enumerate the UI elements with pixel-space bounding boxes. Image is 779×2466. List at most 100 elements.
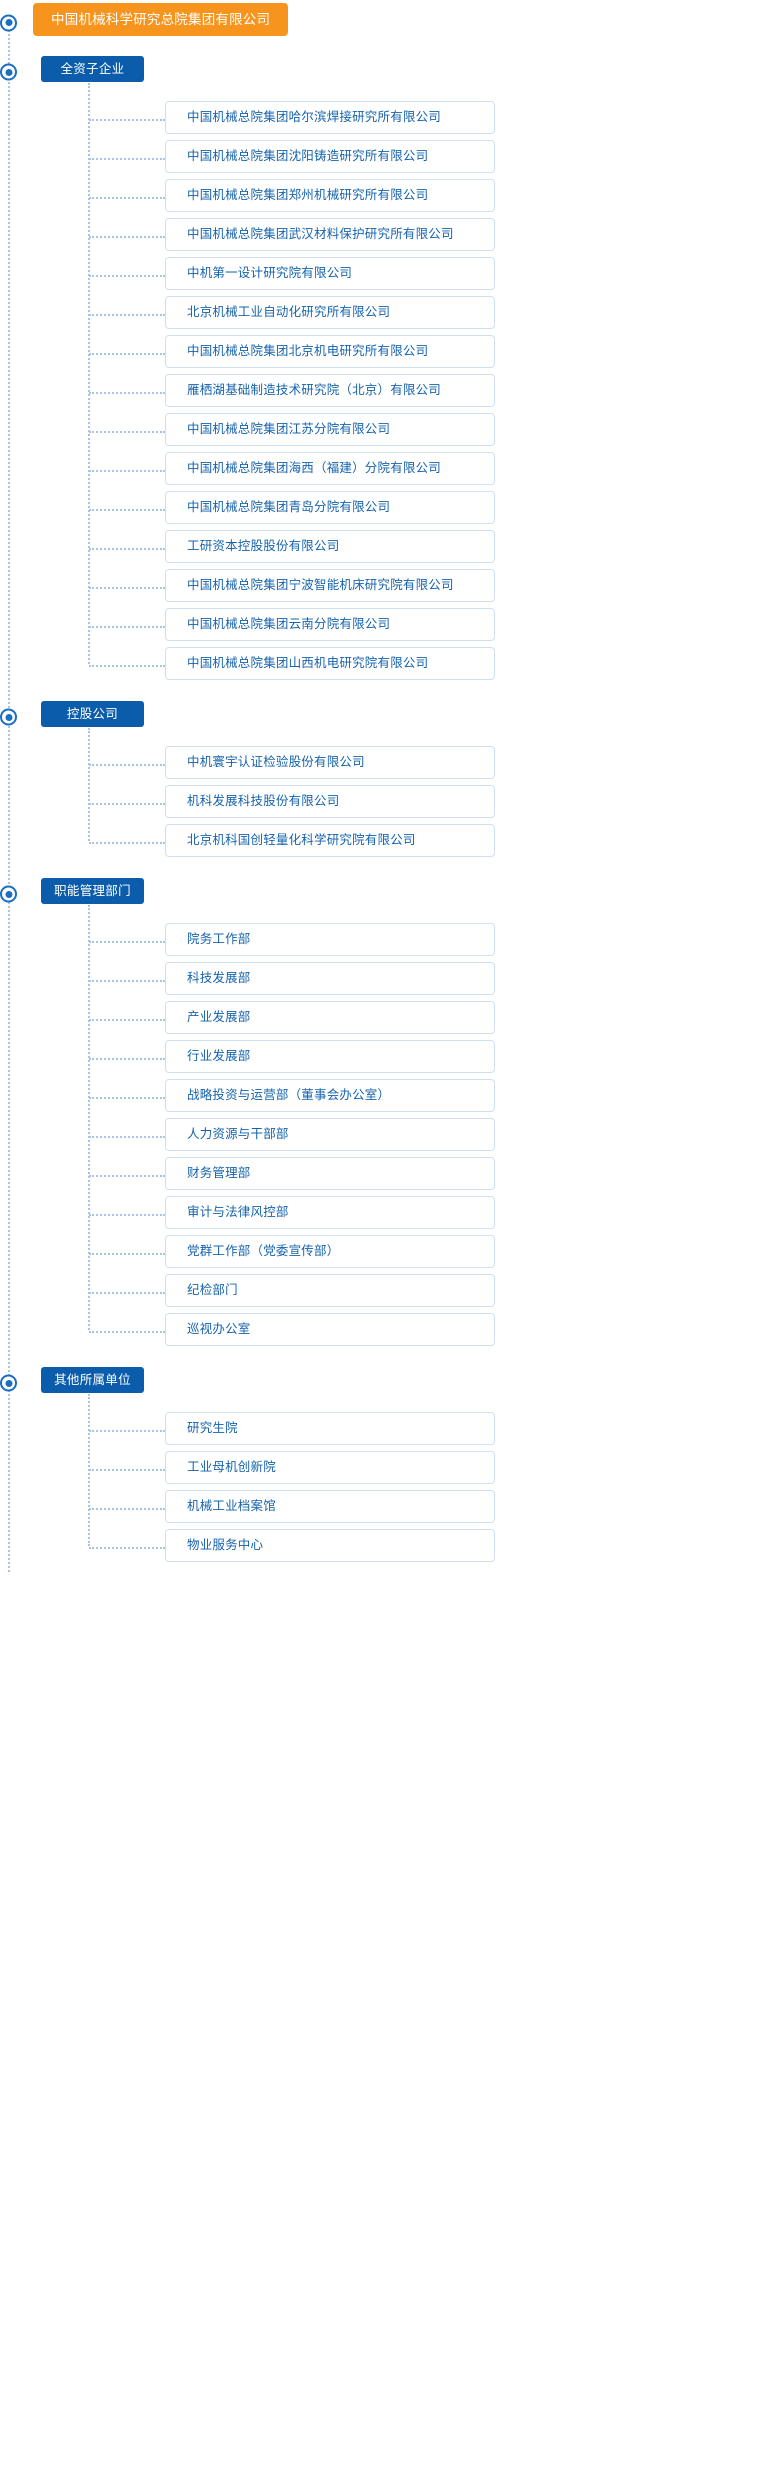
org-unit-item[interactable]: 研究生院 [165, 1412, 495, 1445]
list-item: 院务工作部 [0, 921, 779, 960]
org-unit-item[interactable]: 中国机械总院集团江苏分院有限公司 [165, 413, 495, 446]
connector-dotted-line [89, 1096, 165, 1099]
list-item: 巡视办公室 [0, 1311, 779, 1350]
section-head: 全资子企业 [0, 45, 779, 99]
connector-dotted-line [89, 430, 165, 433]
org-unit-item[interactable]: 中国机械总院集团宁波智能机床研究院有限公司 [165, 569, 495, 602]
list-item: 北京机械工业自动化研究所有限公司 [0, 294, 779, 333]
connector-dotted-line [89, 1546, 165, 1549]
root-row: 中国机械科学研究总院集团有限公司 [0, 0, 779, 45]
section-label-0[interactable]: 全资子企业 [41, 56, 144, 82]
connector-dotted-line [89, 235, 165, 238]
list-item: 行业发展部 [0, 1038, 779, 1077]
org-unit-item[interactable]: 中国机械总院集团哈尔滨焊接研究所有限公司 [165, 101, 495, 134]
main-spine-dotted-line [8, 22, 10, 1572]
org-unit-item[interactable]: 工业母机创新院 [165, 1451, 495, 1484]
org-unit-item[interactable]: 中机第一设计研究院有限公司 [165, 257, 495, 290]
list-item: 研究生院 [0, 1410, 779, 1449]
section-label-1[interactable]: 控股公司 [41, 701, 144, 727]
connector-dotted-line [89, 1057, 165, 1060]
org-unit-item[interactable]: 中国机械总院集团郑州机械研究所有限公司 [165, 179, 495, 212]
connector-dotted-line [89, 1330, 165, 1333]
org-unit-item[interactable]: 中国机械总院集团北京机电研究所有限公司 [165, 335, 495, 368]
list-item: 机械工业档案馆 [0, 1488, 779, 1527]
org-unit-item[interactable]: 审计与法律风控部 [165, 1196, 495, 1229]
org-unit-item[interactable]: 巡视办公室 [165, 1313, 495, 1346]
connector-dotted-line [89, 118, 165, 121]
branch-dotted-line [88, 905, 90, 1330]
section-head: 其他所属单位 [0, 1356, 779, 1410]
connector-dotted-line [89, 1252, 165, 1255]
connector-dotted-line [89, 196, 165, 199]
org-unit-item[interactable]: 纪检部门 [165, 1274, 495, 1307]
spine-node-icon [0, 885, 17, 903]
org-unit-item[interactable]: 中国机械总院集团云南分院有限公司 [165, 608, 495, 641]
org-unit-item[interactable]: 工研资本控股股份有限公司 [165, 530, 495, 563]
root-node[interactable]: 中国机械科学研究总院集团有限公司 [33, 3, 289, 36]
org-unit-item[interactable]: 中机寰宇认证检验股份有限公司 [165, 746, 495, 779]
section-label-2[interactable]: 职能管理部门 [41, 878, 144, 904]
org-chart: 中国机械科学研究总院集团有限公司 全资子企业中国机械总院集团哈尔滨焊接研究所有限… [0, 0, 779, 1572]
connector-dotted-line [89, 391, 165, 394]
connector-dotted-line [89, 802, 165, 805]
list-item: 中国机械总院集团哈尔滨焊接研究所有限公司 [0, 99, 779, 138]
org-unit-item[interactable]: 战略投资与运营部（董事会办公室） [165, 1079, 495, 1112]
section-label-3[interactable]: 其他所属单位 [41, 1367, 144, 1393]
org-unit-item[interactable]: 中国机械总院集团山西机电研究院有限公司 [165, 647, 495, 680]
list-item: 工研资本控股股份有限公司 [0, 528, 779, 567]
connector-dotted-line [89, 1507, 165, 1510]
org-unit-item[interactable]: 中国机械总院集团青岛分院有限公司 [165, 491, 495, 524]
list-item: 工业母机创新院 [0, 1449, 779, 1488]
list-item: 中国机械总院集团海西（福建）分院有限公司 [0, 450, 779, 489]
org-unit-item[interactable]: 中国机械总院集团武汉材料保护研究所有限公司 [165, 218, 495, 251]
connector-dotted-line [89, 352, 165, 355]
list-item: 北京机科国创轻量化科学研究院有限公司 [0, 822, 779, 861]
list-item: 战略投资与运营部（董事会办公室） [0, 1077, 779, 1116]
org-section: 职能管理部门院务工作部科技发展部产业发展部行业发展部战略投资与运营部（董事会办公… [0, 867, 779, 1356]
org-unit-item[interactable]: 科技发展部 [165, 962, 495, 995]
list-item: 雁栖湖基础制造技术研究院（北京）有限公司 [0, 372, 779, 411]
list-item: 中国机械总院集团宁波智能机床研究院有限公司 [0, 567, 779, 606]
org-unit-item[interactable]: 北京机械工业自动化研究所有限公司 [165, 296, 495, 329]
list-item: 中国机械总院集团北京机电研究所有限公司 [0, 333, 779, 372]
org-unit-item[interactable]: 机科发展科技股份有限公司 [165, 785, 495, 818]
section-items: 院务工作部科技发展部产业发展部行业发展部战略投资与运营部（董事会办公室） 人力资源… [0, 905, 779, 1356]
org-unit-item[interactable]: 产业发展部 [165, 1001, 495, 1034]
org-section: 全资子企业中国机械总院集团哈尔滨焊接研究所有限公司中国机械总院集团沈阳铸造研究所… [0, 45, 779, 690]
org-unit-item[interactable]: 中国机械总院集团海西（福建）分院有限公司 [165, 452, 495, 485]
branch-dotted-line [88, 728, 90, 841]
org-unit-item[interactable]: 财务管理部 [165, 1157, 495, 1190]
list-item: 审计与法律风控部 [0, 1194, 779, 1233]
org-section: 其他所属单位研究生院工业母机创新院机械工业档案馆物业服务中心 [0, 1356, 779, 1572]
connector-dotted-line [89, 313, 165, 316]
connector-dotted-line [89, 1213, 165, 1216]
connector-dotted-line [89, 1291, 165, 1294]
connector-dotted-line [89, 763, 165, 766]
connector-dotted-line [89, 1174, 165, 1177]
org-unit-item[interactable]: 中国机械总院集团沈阳铸造研究所有限公司 [165, 140, 495, 173]
spine-node-icon [0, 1374, 17, 1392]
list-item: 中国机械总院集团江苏分院有限公司 [0, 411, 779, 450]
list-item: 产业发展部 [0, 999, 779, 1038]
connector-dotted-line [89, 664, 165, 667]
org-unit-item[interactable]: 北京机科国创轻量化科学研究院有限公司 [165, 824, 495, 857]
list-item: 中机寰宇认证检验股份有限公司 [0, 744, 779, 783]
org-unit-item[interactable]: 行业发展部 [165, 1040, 495, 1073]
section-head: 控股公司 [0, 690, 779, 744]
connector-dotted-line [89, 1429, 165, 1432]
org-unit-item[interactable]: 党群工作部（党委宣传部） [165, 1235, 495, 1268]
org-unit-item[interactable]: 机械工业档案馆 [165, 1490, 495, 1523]
connector-dotted-line [89, 547, 165, 550]
org-unit-item[interactable]: 雁栖湖基础制造技术研究院（北京）有限公司 [165, 374, 495, 407]
connector-dotted-line [89, 1018, 165, 1021]
sections-container: 全资子企业中国机械总院集团哈尔滨焊接研究所有限公司中国机械总院集团沈阳铸造研究所… [0, 45, 779, 1572]
spine-node-icon [0, 63, 17, 81]
connector-dotted-line [89, 1135, 165, 1138]
org-unit-item[interactable]: 院务工作部 [165, 923, 495, 956]
connector-dotted-line [89, 469, 165, 472]
section-head: 职能管理部门 [0, 867, 779, 921]
connector-dotted-line [89, 841, 165, 844]
section-items: 研究生院工业母机创新院机械工业档案馆物业服务中心 [0, 1394, 779, 1572]
org-unit-item[interactable]: 物业服务中心 [165, 1529, 495, 1562]
org-unit-item[interactable]: 人力资源与干部部 [165, 1118, 495, 1151]
